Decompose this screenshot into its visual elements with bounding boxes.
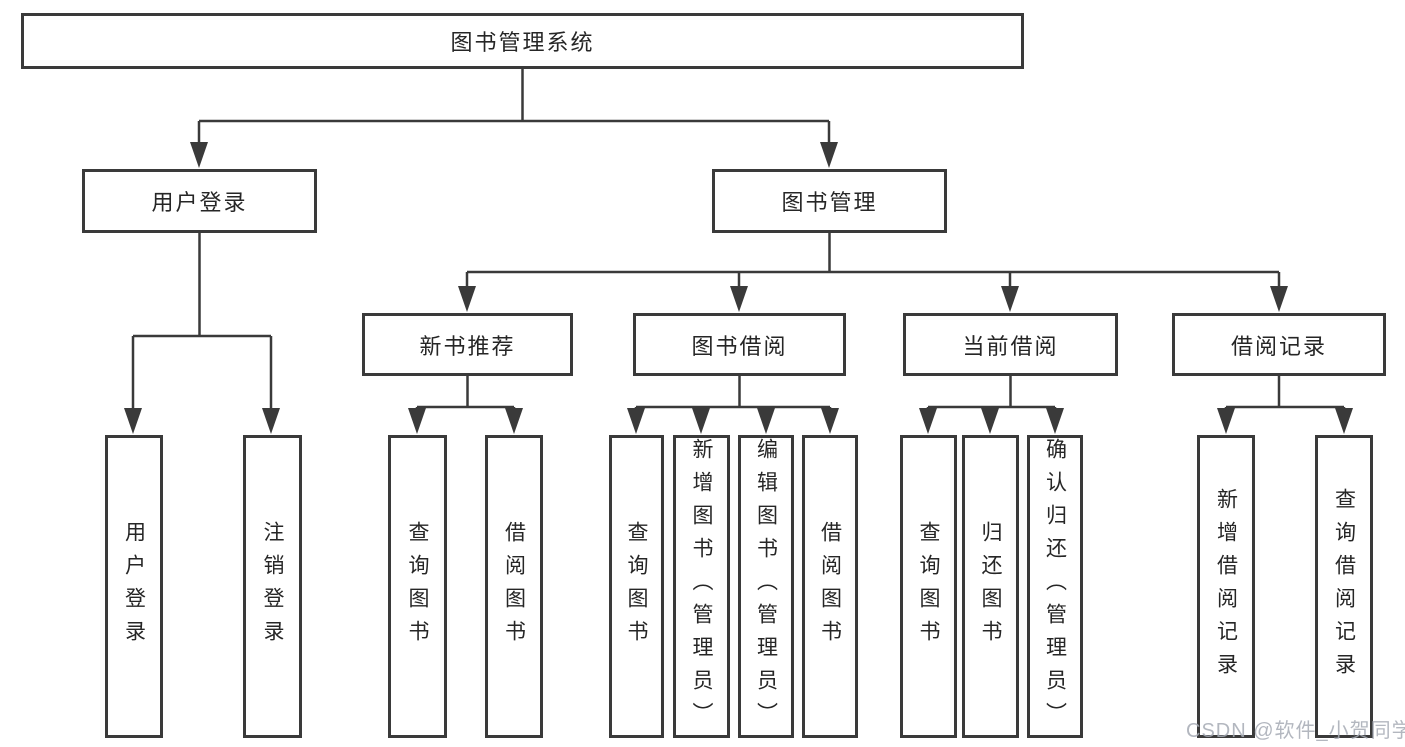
leaf-label: 注销登录 <box>261 520 284 653</box>
csdn-watermark: CSDN @软件_小贺同学 <box>1186 720 1405 742</box>
leaf-add-borrow-record: 新增借阅记录 <box>1197 435 1255 738</box>
leaf-logout: 注销登录 <box>243 435 302 738</box>
node-book-borrowing: 图书借阅 <box>633 313 846 376</box>
leaf-query-books-3: 查询图书 <box>900 435 957 738</box>
leaf-confirm-return-admin: 确认归还（管理员） <box>1027 435 1083 738</box>
leaf-label: 查询图书 <box>406 520 429 653</box>
leaf-label: 确认归还（管理员） <box>1043 438 1067 735</box>
node-user-login-module: 用户登录 <box>82 169 317 233</box>
leaf-label: 借阅图书 <box>502 520 526 653</box>
leaf-label: 新增借阅记录 <box>1214 487 1238 686</box>
tree-edges <box>131 69 1346 413</box>
leaf-borrow-books-1: 借阅图书 <box>485 435 543 738</box>
leaf-label: 编辑图书（管理员） <box>754 438 778 735</box>
leaf-add-books-admin: 新增图书（管理员） <box>673 435 730 738</box>
node-book-management-module: 图书管理 <box>712 169 947 233</box>
leaf-edit-books-admin: 编辑图书（管理员） <box>738 435 794 738</box>
leaf-return-books: 归还图书 <box>962 435 1019 738</box>
leaf-label: 查询借阅记录 <box>1332 487 1356 686</box>
leaf-label: 借阅图书 <box>818 520 842 653</box>
leaf-query-borrow-record: 查询借阅记录 <box>1315 435 1373 738</box>
leaf-label: 查询图书 <box>625 520 648 653</box>
leaf-label: 新增图书（管理员） <box>690 438 713 735</box>
leaf-label: 查询图书 <box>917 520 940 653</box>
leaf-query-books-1: 查询图书 <box>388 435 447 738</box>
node-root-system: 图书管理系统 <box>21 13 1024 69</box>
arrowhead-icons <box>124 142 1353 434</box>
node-new-book-recommend: 新书推荐 <box>362 313 573 376</box>
leaf-user-login: 用户登录 <box>105 435 163 738</box>
leaf-label: 归还图书 <box>979 520 1002 653</box>
leaf-query-books-2: 查询图书 <box>609 435 664 738</box>
leaf-borrow-books-2: 借阅图书 <box>802 435 858 738</box>
leaf-label: 用户登录 <box>122 520 146 653</box>
node-borrow-records: 借阅记录 <box>1172 313 1386 376</box>
node-current-borrowing: 当前借阅 <box>903 313 1118 376</box>
